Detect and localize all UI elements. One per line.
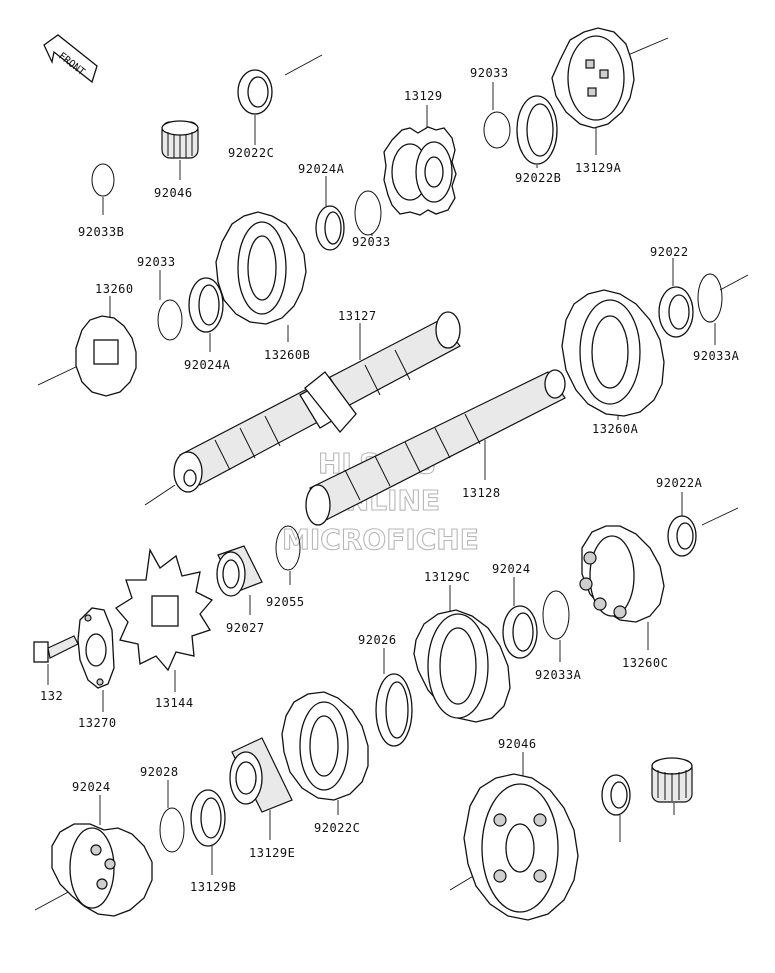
label-92026: 92026 (358, 633, 397, 647)
label-92022a: 92022A (656, 476, 703, 490)
label-92055: 92055 (266, 595, 305, 609)
label-92024-low: 13129B (190, 880, 236, 894)
label-92022c-top: 92022C (228, 146, 274, 160)
sprocket-13144[interactable] (115, 547, 214, 672)
washer-92022c-low[interactable] (601, 774, 631, 816)
washer-92022a[interactable] (667, 515, 697, 557)
label-13260a: 13260A (592, 422, 639, 436)
label-92024-mid: 92024 (492, 562, 531, 576)
label-92033a-mid: 92033A (535, 668, 582, 682)
label-92022b: 92022B (515, 171, 561, 185)
washer-92024a-left[interactable] (188, 277, 224, 333)
label-92024a-left: 92024A (184, 358, 231, 372)
label-92033-mid: 92033 (352, 235, 391, 249)
label-13260c: 13260C (622, 656, 668, 670)
label-92033a-right: 92033A (693, 349, 740, 363)
label-13129e: 92046 (498, 737, 537, 751)
gear-13129d[interactable] (51, 823, 153, 917)
collar-92027[interactable] (216, 545, 263, 597)
label-13129a: 13129A (575, 161, 622, 175)
circlip-92033b[interactable] (91, 163, 115, 197)
plate-13270[interactable] (77, 607, 115, 689)
label-13129d: 92024 (72, 780, 111, 794)
washer-92024a-top[interactable] (315, 205, 345, 251)
gear-13260b[interactable] (215, 211, 307, 325)
washer-92024-low[interactable] (190, 789, 226, 847)
label-13260b: 13260B (264, 348, 310, 362)
circlip-92033a-low[interactable] (159, 807, 185, 853)
bush-92028[interactable] (229, 737, 293, 813)
shaft-13128[interactable] (305, 369, 566, 526)
label-92033-left: 92033 (137, 255, 176, 269)
oring-92055[interactable] (275, 525, 301, 571)
circlip-92033-top[interactable] (483, 111, 511, 149)
label-13270: 13270 (78, 716, 117, 730)
front-arrow-icon: FRONT (43, 34, 98, 84)
gear-13129[interactable] (383, 126, 457, 216)
gear-13260c[interactable] (579, 525, 665, 623)
label-13129b: 92022C (314, 821, 360, 835)
needle-bearing-92046-top[interactable] (161, 120, 199, 159)
label-13127: 13127 (338, 309, 377, 323)
label-92033b: 92033B (78, 225, 124, 239)
gear-13129a[interactable] (551, 27, 635, 129)
label-92033-top: 92033 (470, 66, 509, 80)
gear-13129e[interactable] (463, 773, 579, 921)
label-92046-top: 92046 (154, 186, 193, 200)
label-13260: 13260 (95, 282, 134, 296)
washer-92022[interactable] (658, 286, 694, 338)
washer-92024-mid[interactable] (502, 605, 538, 659)
circlip-92033a-mid[interactable] (542, 590, 570, 640)
circlip-92033-left[interactable] (157, 299, 183, 341)
label-13128: 13128 (462, 486, 501, 500)
washer-92022c-top[interactable] (237, 69, 273, 115)
shaft-13127[interactable] (173, 311, 461, 493)
label-13129c: 13129C (424, 570, 470, 584)
washer-92026[interactable] (375, 673, 413, 747)
label-13144: 13144 (155, 696, 194, 710)
label-92024a-top: 92024A (298, 162, 345, 176)
gear-13129c[interactable] (413, 609, 511, 723)
gear-13260[interactable] (75, 315, 137, 397)
washer-92022b[interactable] (516, 95, 558, 165)
label-132: 132 (40, 689, 63, 703)
label-92033a-low: 92028 (140, 765, 179, 779)
gear-13260a[interactable] (561, 289, 665, 417)
label-13129: 13129 (404, 89, 443, 103)
needle-bearing-92046-low[interactable] (651, 757, 693, 803)
label-92022: 92022 (650, 245, 689, 259)
bolt-132[interactable] (33, 635, 79, 663)
circlip-92033-mid[interactable] (354, 190, 382, 236)
gear-13129b[interactable] (281, 691, 369, 801)
label-92028: 13129E (249, 846, 295, 860)
watermark-line-3: MICROFICHE (282, 523, 479, 556)
label-92027: 92027 (226, 621, 265, 635)
circlip-92033a-right[interactable] (697, 273, 723, 323)
